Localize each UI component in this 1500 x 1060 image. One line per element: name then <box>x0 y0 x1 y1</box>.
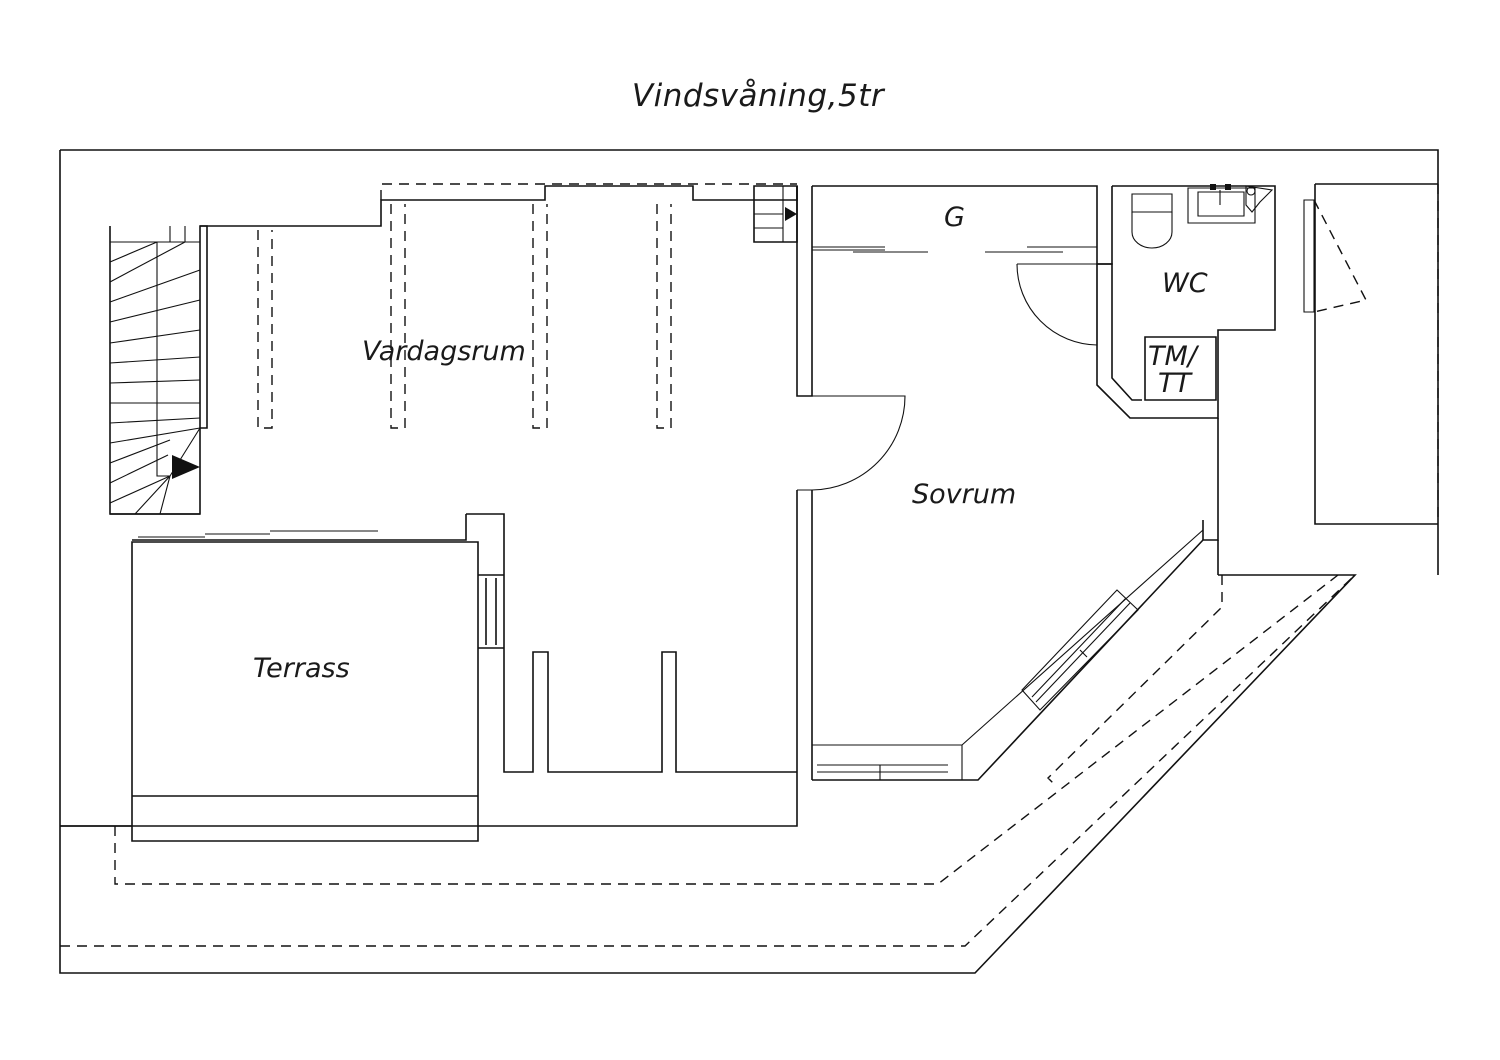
roof-eave-dashed-side <box>1047 575 1223 787</box>
room-label-terrass: Terrass <box>253 653 350 684</box>
roof-beams <box>257 204 672 429</box>
small-stair-arrow-icon <box>785 207 797 221</box>
roof-eave-dashed-inner <box>114 574 1339 885</box>
east-closet-wall <box>1314 183 1438 525</box>
toilet-icon <box>1131 193 1173 249</box>
shower-icon <box>1245 185 1274 213</box>
east-closet-door-swing <box>1313 199 1368 313</box>
outer-building-outline <box>59 149 1439 974</box>
room-label-tt: TT <box>1158 368 1193 399</box>
room-label-vardagsrum: Vardagsrum <box>362 336 526 367</box>
room-label-sovrum: Sovrum <box>912 479 1016 510</box>
bedroom-diagonal-window <box>1021 589 1139 711</box>
bedroom-south-window <box>812 744 963 780</box>
bedroom-diagonal-wall-inner <box>1202 520 1219 575</box>
bedroom-east-wall <box>812 418 1219 781</box>
room-label-tm: TM/ <box>1148 341 1200 372</box>
wardrobe-sliding-doors <box>812 246 1097 253</box>
bedroom-door-swing <box>797 395 906 491</box>
bedroom-diagonal-wall <box>961 529 1204 746</box>
living-partition-wall <box>466 513 505 540</box>
staircase <box>109 225 208 515</box>
wc-wall <box>1096 185 1276 419</box>
terrace <box>131 530 504 842</box>
plan-title: Vindsvåning,5tr <box>631 78 885 114</box>
living-room-wall <box>110 185 798 515</box>
room-label-wc: WC <box>1162 268 1208 299</box>
east-closet-door <box>1303 199 1315 313</box>
roof-eave-dashed-outer <box>60 574 1356 947</box>
wc-door-swing <box>1016 263 1098 346</box>
sink-icon <box>1187 184 1256 224</box>
stair-direction-arrow-icon <box>172 455 200 479</box>
bedroom-west-wall <box>60 186 813 827</box>
living-room-lower-wall <box>132 514 797 773</box>
roof-beam-upper-dashed <box>380 183 797 200</box>
laundry-cabinet <box>1144 336 1217 401</box>
room-label-g: G <box>944 202 965 233</box>
